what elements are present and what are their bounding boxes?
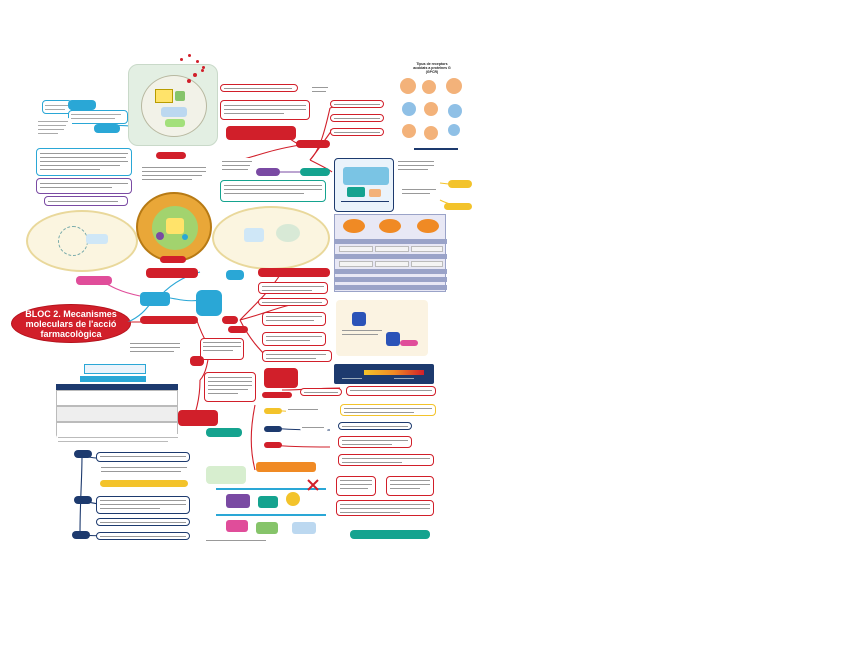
node-red-center-long[interactable] — [140, 316, 198, 324]
node-red-lower-2[interactable] — [178, 410, 218, 426]
cell-oval-right — [212, 206, 330, 270]
text-block-mid-right-7 — [338, 436, 412, 448]
text-block-receptor-right — [396, 158, 438, 178]
text-block-receptor-below — [400, 186, 440, 200]
text-block-table-footnote — [56, 434, 182, 446]
text-block-mid-right-3 — [286, 406, 322, 416]
text-block-mid-right-1 — [300, 388, 342, 396]
node-yellow-right-2[interactable] — [444, 203, 472, 210]
text-block-top-center-4 — [220, 180, 326, 202]
cell-diagram-top — [128, 64, 218, 146]
text-block-bottom-right-4 — [336, 500, 434, 516]
node-red-center-right[interactable] — [296, 140, 330, 148]
text-block-center-mid-2 — [200, 338, 244, 360]
node-red-mid-3[interactable] — [264, 442, 282, 448]
cell-dots — [180, 54, 210, 72]
text-block-left-2 — [36, 178, 132, 194]
node-blue-center-2[interactable] — [196, 290, 222, 316]
receptor-box — [334, 158, 394, 212]
gpcr-figure-title-3: (GPCR) — [392, 70, 472, 74]
text-block-left-1 — [36, 148, 132, 176]
node-teal-center[interactable] — [300, 168, 330, 176]
node-red-lower-1[interactable] — [190, 356, 204, 366]
node-red-right-mid-2[interactable] — [262, 392, 292, 398]
transcription-diagram — [196, 456, 336, 550]
enzyme-diagram — [336, 300, 428, 356]
text-block-mid-right-6 — [338, 422, 412, 430]
node-navy-lower-1[interactable] — [74, 450, 92, 458]
text-block-lower-left-4 — [96, 518, 190, 526]
node-red-center-short[interactable] — [222, 316, 238, 324]
node-red-center-small[interactable] — [228, 326, 248, 333]
node-yellow-lower[interactable] — [100, 480, 188, 487]
text-block-center-mid — [128, 340, 184, 360]
text-block-mid-right-4 — [340, 404, 436, 416]
node-navy-mid[interactable] — [264, 426, 282, 432]
note-left-top-3 — [36, 118, 72, 140]
node-blue-small-1[interactable] — [68, 100, 96, 110]
text-block-right-2 — [258, 298, 328, 306]
text-block-bottom-right-3 — [386, 476, 434, 496]
text-block-mid-right-5 — [300, 424, 328, 432]
text-block-left-3 — [44, 196, 128, 206]
block-x-icon — [306, 478, 320, 492]
node-navy-lower-3[interactable] — [72, 531, 90, 539]
node-red-right-header[interactable] — [258, 268, 330, 277]
signal-table — [334, 214, 446, 292]
text-block-lower-left-2 — [98, 464, 192, 478]
text-block-top-right-2 — [330, 100, 384, 108]
note-left-top-2 — [68, 110, 128, 124]
text-block-top-center-1 — [220, 84, 298, 92]
text-block-lower-center — [204, 372, 256, 402]
node-red-cell-label[interactable] — [156, 152, 186, 159]
text-block-mid-right-2 — [346, 386, 436, 396]
node-red-left-center[interactable] — [146, 268, 198, 278]
node-teal-lower[interactable] — [206, 428, 242, 437]
text-block-lower-left-1 — [96, 452, 190, 462]
text-block-top-center-2 — [220, 100, 310, 120]
node-navy-lower-2[interactable] — [74, 496, 92, 504]
gpcr-figure: Tipus de receptors acoblats a proteïnes … — [392, 62, 472, 156]
node-yellow-mid[interactable] — [264, 408, 282, 414]
dose-response-bar — [334, 364, 434, 384]
text-block-bottom-right-1 — [338, 454, 434, 466]
node-teal-bottom-right[interactable] — [350, 530, 430, 539]
text-block-lower-left-3 — [96, 496, 190, 514]
text-block-top-right-1 — [310, 84, 332, 98]
node-pink-left[interactable] — [76, 276, 112, 285]
text-block-top-center-3 — [220, 158, 256, 178]
text-block-bottom-right-2 — [336, 476, 376, 496]
node-yellow-right-1[interactable] — [448, 180, 472, 188]
node-blue-center-1[interactable] — [140, 292, 170, 306]
node-blue-center-3[interactable] — [226, 270, 244, 280]
node-red-under-cell[interactable] — [160, 256, 186, 263]
drug-table — [56, 364, 178, 444]
cell-oval-left — [26, 210, 138, 272]
text-block-top-right-3 — [330, 114, 384, 122]
text-block-lower-left-5 — [96, 532, 190, 540]
text-block-right-3 — [262, 312, 326, 326]
node-blue-small-2[interactable] — [94, 124, 120, 133]
text-block-right-4 — [262, 332, 326, 346]
text-block-right-1 — [258, 282, 328, 294]
node-purple-center[interactable] — [256, 168, 280, 176]
text-block-right-5 — [262, 350, 332, 362]
text-block-top-right-4 — [330, 128, 384, 136]
node-red-right-mid[interactable] — [264, 368, 298, 388]
cell-oval-center — [136, 192, 212, 262]
text-block-cell-caption — [140, 164, 210, 186]
node-red-center-top[interactable] — [226, 126, 296, 140]
